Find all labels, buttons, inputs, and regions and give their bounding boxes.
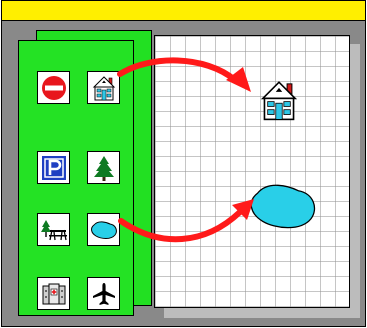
palette-tile-hospital[interactable] [37, 277, 70, 310]
title-bar [2, 1, 365, 21]
map-board[interactable] [154, 35, 350, 308]
no-entry-icon [41, 75, 67, 101]
workspace [2, 21, 365, 326]
placed-house[interactable] [258, 76, 300, 128]
house-icon [91, 74, 117, 102]
palette-tile-no-entry[interactable] [37, 71, 70, 104]
tree-icon [92, 154, 116, 182]
airplane-icon [91, 281, 117, 307]
hospital-icon [41, 281, 67, 307]
palette-tile-pond[interactable] [87, 213, 120, 246]
palette-tile-picnic[interactable] [37, 213, 70, 246]
palette-tile-airport[interactable] [87, 277, 120, 310]
parking-icon [41, 155, 67, 181]
placed-pond[interactable] [243, 178, 323, 238]
pond-icon [243, 178, 323, 234]
picnic-table-icon [40, 217, 68, 243]
icon-palette [18, 40, 134, 316]
palette-tile-tree[interactable] [87, 151, 120, 184]
palette-tile-parking[interactable] [37, 151, 70, 184]
palette-tile-house[interactable] [87, 71, 120, 104]
pond-icon [89, 219, 119, 241]
house-icon [258, 76, 300, 124]
